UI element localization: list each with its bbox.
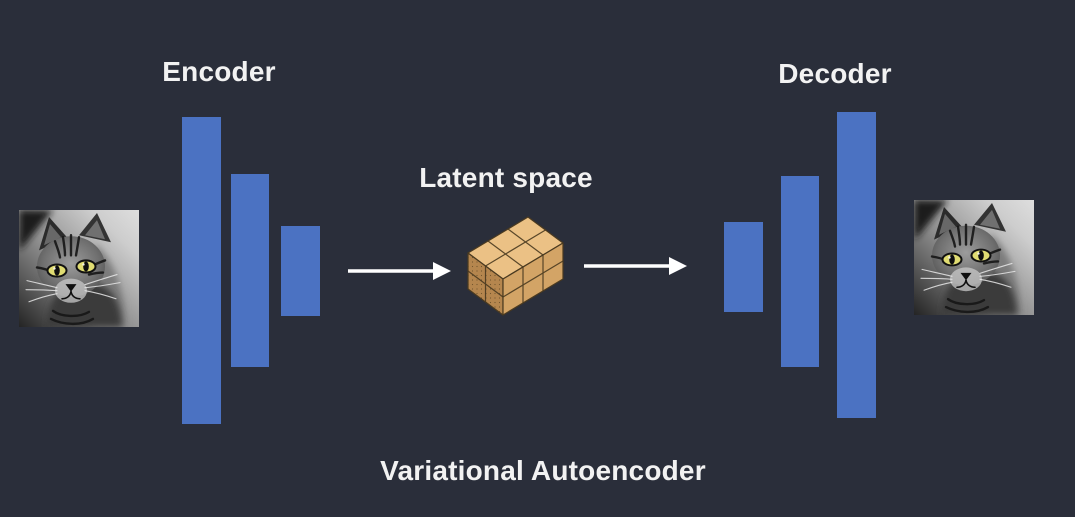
diagram-title: Variational Autoencoder bbox=[380, 455, 706, 486]
decoder-bar-large bbox=[837, 112, 876, 418]
encoder-bar-small bbox=[281, 226, 320, 316]
decoder-bar-small bbox=[724, 222, 763, 312]
input-cat-image bbox=[19, 210, 139, 327]
decoder-label: Decoder bbox=[778, 58, 892, 89]
latent-to-decoder-arrow-icon bbox=[584, 257, 687, 275]
decoder-bar-medium bbox=[781, 176, 819, 367]
output-cat-image bbox=[914, 200, 1034, 315]
encoder-to-latent-arrow-icon bbox=[348, 262, 451, 280]
latent-space-label: Latent space bbox=[419, 162, 593, 193]
latent-space-cube bbox=[467, 216, 564, 316]
encoder-label: Encoder bbox=[162, 56, 276, 87]
encoder-bar-medium bbox=[231, 174, 269, 367]
encoder-bar-large bbox=[182, 117, 221, 424]
